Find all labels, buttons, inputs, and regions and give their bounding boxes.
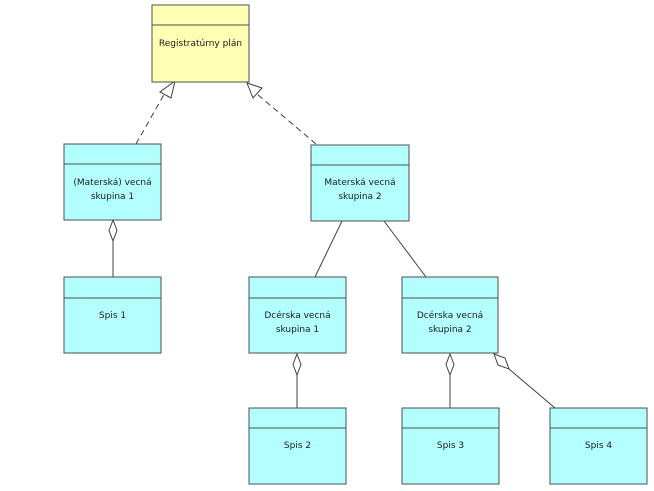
class-name: Spis 2 [284, 441, 311, 451]
class-name-line-1: (Materská) vecná [73, 178, 151, 188]
aggregation-diamond [108, 218, 118, 243]
realization-arrowhead [159, 79, 176, 99]
aggregation-child2-spis4[interactable] [493, 353, 556, 409]
class-name-line-1: Dcérska vecná [417, 310, 483, 321]
class-box-registraturny-plan[interactable]: Registratúrny plán [151, 4, 250, 83]
class-name-line-2: skupina 1 [91, 192, 134, 202]
class-name-line-1: Dcérska vecná [264, 310, 330, 321]
class-box-materska-vecna-skupina-2[interactable]: Materská vecná skupina 2 [310, 144, 410, 222]
class-name-line-1: Materská vecná [324, 178, 395, 188]
class-name: Spis 4 [585, 441, 612, 451]
class-name-line-2: skupina 2 [338, 192, 381, 202]
association-group2-child2[interactable] [383, 220, 427, 278]
realization-arrowhead [246, 82, 263, 99]
class-box-spis-2[interactable]: Spis 2 [248, 407, 347, 485]
aggregation-diamond [493, 353, 510, 370]
class-name: Spis 1 [99, 311, 126, 321]
aggregation-child1-spis2[interactable] [292, 352, 302, 408]
association-group2-child1[interactable] [314, 220, 343, 278]
aggregation-diamond [445, 352, 455, 377]
relations-layer [108, 79, 556, 409]
class-box-spis-1[interactable]: Spis 1 [63, 276, 162, 354]
aggregation-diamond [292, 352, 302, 377]
realization-group2-root[interactable] [246, 82, 317, 145]
aggregation-group1-spis1[interactable] [108, 218, 118, 277]
class-box-dcerska-vecna-skupina-1[interactable]: Dcérska vecná skupina 1 [248, 276, 347, 354]
class-box-spis-3[interactable]: Spis 3 [401, 407, 500, 485]
class-name: Spis 3 [437, 441, 464, 451]
class-name-line-2: skupina 1 [276, 325, 319, 335]
class-box-spis-4[interactable]: Spis 4 [549, 407, 648, 485]
class-box-materska-vecna-skupina-1[interactable]: (Materská) vecná skupina 1 [63, 143, 162, 221]
class-name: Registratúrny plán [159, 39, 242, 49]
class-name-line-2: skupina 2 [428, 325, 471, 335]
realization-group1-root[interactable] [135, 79, 176, 145]
class-box-dcerska-vecna-skupina-2[interactable]: Dcérska vecná skupina 2 [401, 276, 499, 354]
aggregation-child2-spis3[interactable] [445, 352, 455, 408]
